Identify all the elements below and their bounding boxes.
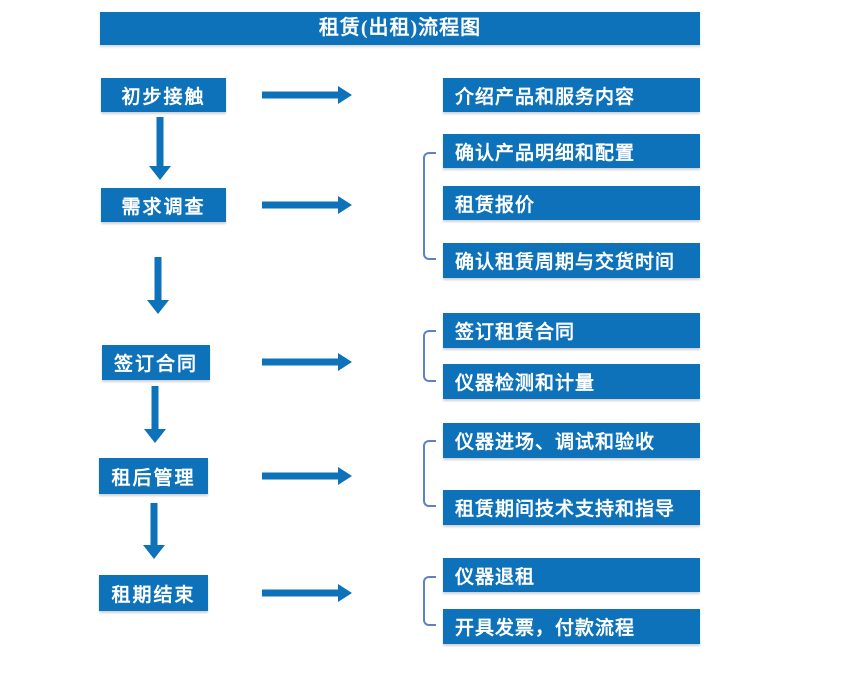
arrow-right-icon bbox=[262, 86, 352, 104]
arrow-down-icon bbox=[147, 257, 169, 314]
arrow-right-icon bbox=[262, 584, 352, 602]
arrow-right-icon bbox=[262, 467, 352, 485]
bracket-connector bbox=[423, 576, 436, 626]
step-box-sign-contract: 签订合同 bbox=[102, 345, 210, 380]
output-box-confirm-rental-period: 确认租赁周期与交货时间 bbox=[443, 243, 700, 278]
arrow-down-icon bbox=[149, 117, 171, 180]
diagram-title: 租赁(出租)流程图 bbox=[100, 12, 700, 45]
arrow-right-icon bbox=[262, 196, 352, 214]
step-box-post-rental-management: 租后管理 bbox=[99, 458, 208, 494]
output-box-instrument-return: 仪器退租 bbox=[443, 558, 700, 592]
output-box-invoice-payment: 开具发票，付款流程 bbox=[443, 609, 700, 644]
output-box-instrument-installation: 仪器进场、调试和验收 bbox=[443, 423, 700, 458]
bracket-connector bbox=[423, 440, 436, 507]
step-box-initial-contact: 初步接触 bbox=[101, 78, 226, 112]
bracket-connector bbox=[423, 330, 436, 382]
arrow-right-icon bbox=[262, 353, 352, 371]
output-box-rental-quotation: 租赁报价 bbox=[443, 186, 700, 220]
output-box-instrument-testing: 仪器检测和计量 bbox=[443, 364, 700, 399]
output-box-sign-rental-contract: 签订租赁合同 bbox=[443, 313, 700, 348]
arrow-down-icon bbox=[143, 503, 165, 559]
step-box-rental-end: 租期结束 bbox=[99, 575, 208, 611]
output-box-technical-support: 租赁期间技术支持和指导 bbox=[443, 490, 700, 525]
arrow-down-icon bbox=[144, 386, 166, 443]
step-box-demand-survey: 需求调查 bbox=[101, 188, 226, 222]
output-box-introduce-products: 介绍产品和服务内容 bbox=[443, 78, 700, 112]
bracket-connector bbox=[423, 152, 436, 260]
output-box-confirm-product-details: 确认产品明细和配置 bbox=[443, 134, 700, 168]
